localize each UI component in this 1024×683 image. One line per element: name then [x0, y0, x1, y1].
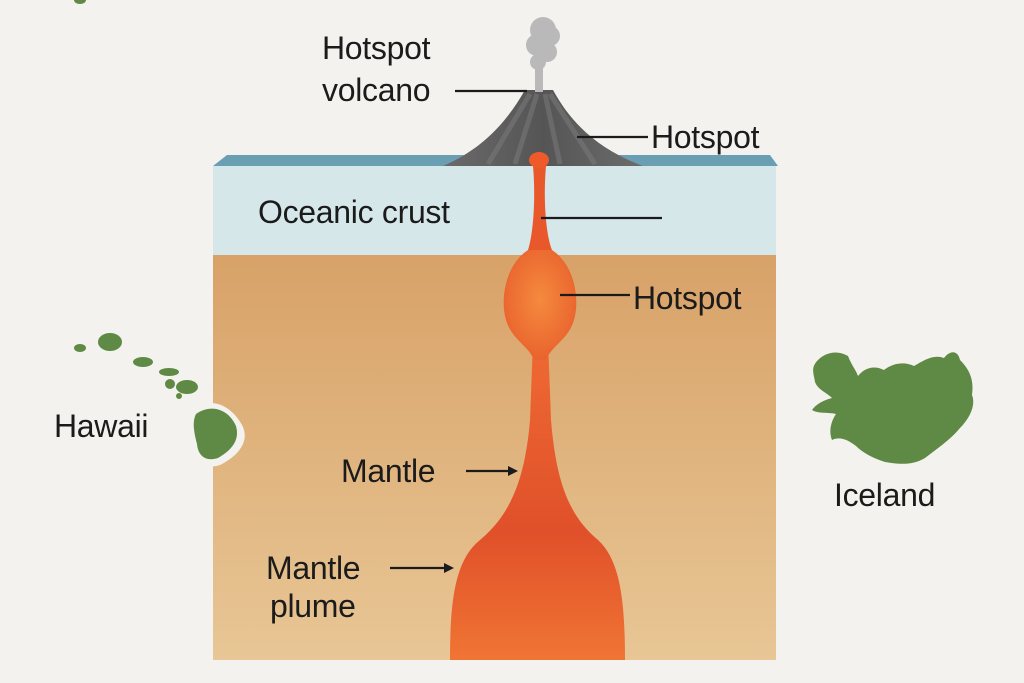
hawaii-islands: [74, 0, 198, 399]
oceanic-crust-layer: [213, 166, 776, 255]
mantle-plume: [450, 340, 625, 660]
big-island: [193, 408, 238, 460]
iceland-landmass: [812, 352, 974, 464]
hotspot-chamber: [503, 250, 577, 360]
label-hotspot-surface: Hotspot: [651, 119, 760, 155]
label-mantle-plume-line2: plume: [270, 588, 356, 624]
volcano-ridges: [485, 92, 598, 166]
label-iceland: Iceland: [834, 477, 936, 513]
label-hawaii: Hawaii: [54, 408, 149, 444]
label-mantle-plume-line1: Mantle: [266, 550, 361, 586]
label-hotspot-chamber: Hotspot: [633, 280, 742, 316]
label-oceanic-crust: Oceanic crust: [258, 194, 450, 230]
mantle-arrowhead-icon: [508, 466, 518, 476]
leader-lines: [390, 89, 662, 570]
hotspot-volcano: [443, 90, 643, 166]
label-mantle: Mantle: [341, 453, 436, 489]
label-hotspot-volcano-line1: Hotspot: [322, 30, 431, 66]
label-hotspot-volcano-line2: volcano: [322, 72, 431, 108]
smoke-plume: [526, 17, 560, 92]
magma-conduit: [528, 166, 552, 250]
plume-arrowhead-icon: [444, 563, 454, 573]
vent-glow: [529, 152, 549, 168]
